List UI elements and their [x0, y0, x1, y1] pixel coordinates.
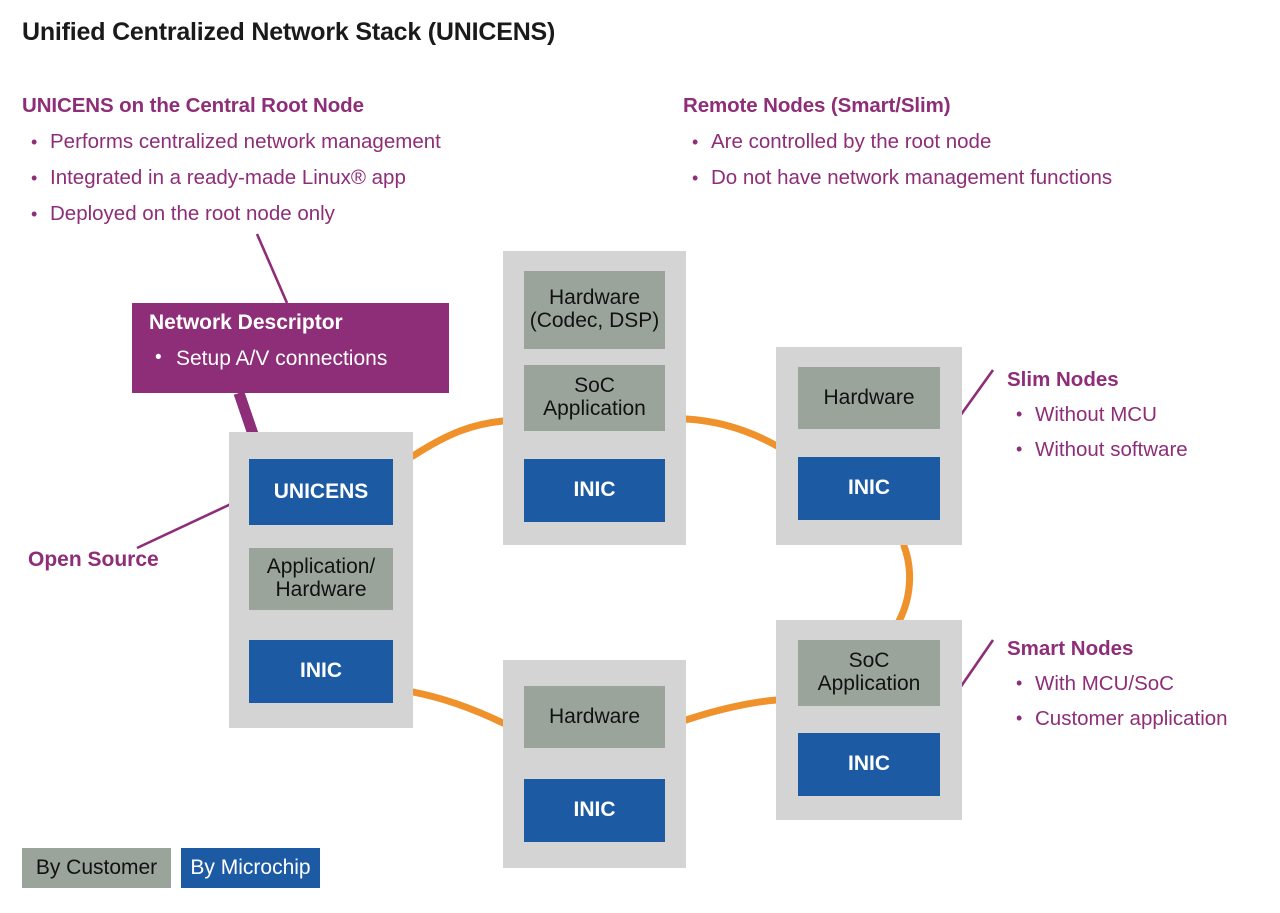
block-inic-root: INIC	[249, 640, 393, 703]
open-source-label: Open Source	[28, 548, 159, 571]
node-central-root: UNICENS Application/Hardware INIC	[229, 432, 413, 728]
left-column-heading: UNICENS on the Central Root Node	[22, 94, 364, 117]
ring-segment-bottomcenter-to-root	[409, 688, 507, 727]
left-bullet-1: Performs centralized network management	[22, 124, 441, 160]
ring-segment-topcenter-to-slim	[682, 415, 781, 450]
block-inic-slim: INIC	[798, 457, 940, 520]
node-bottom-center: Hardware INIC	[503, 660, 686, 868]
network-descriptor-callout: Network Descriptor Setup A/V connections	[132, 303, 449, 393]
block-hardware-bottom: Hardware	[524, 686, 665, 748]
smart-nodes-bullets: With MCU/SoC Customer application	[1007, 666, 1228, 736]
block-application-hardware: Application/Hardware	[249, 548, 393, 610]
right-column-bullets: Are controlled by the root node Do not h…	[683, 124, 1112, 196]
block-unicens: UNICENS	[249, 459, 393, 525]
block-hardware-slim: Hardware	[798, 367, 940, 429]
callout-title: Network Descriptor	[149, 311, 343, 334]
slim-nodes-heading: Slim Nodes	[1007, 368, 1119, 391]
legend-by-customer: By Customer	[22, 848, 171, 888]
ring-segment-slim-to-smart	[895, 542, 914, 625]
left-bullet-3: Deployed on the root node only	[22, 196, 441, 232]
smart-bullet-1: With MCU/SoC	[1007, 666, 1228, 701]
right-bullet-2: Do not have network management functions	[683, 160, 1112, 196]
block-hardware-codec-dsp: Hardware(Codec, DSP)	[524, 271, 665, 349]
block-inic-smart: INIC	[798, 733, 940, 796]
slim-bullet-1: Without MCU	[1007, 397, 1188, 432]
right-column-heading: Remote Nodes (Smart/Slim)	[683, 94, 951, 117]
legend-by-microchip: By Microchip	[181, 848, 320, 888]
slim-nodes-bullets: Without MCU Without software	[1007, 397, 1188, 467]
ring-segment-smart-to-bottomcenter	[682, 696, 781, 724]
smart-bullet-2: Customer application	[1007, 701, 1228, 736]
leader-line-bullets-to-callout	[255, 233, 289, 304]
left-column-bullets: Performs centralized network management …	[22, 124, 441, 232]
slim-bullet-2: Without software	[1007, 432, 1188, 467]
smart-nodes-heading: Smart Nodes	[1007, 637, 1134, 660]
callout-bullet: Setup A/V connections	[149, 347, 387, 371]
block-inic-top-center: INIC	[524, 459, 665, 522]
page-title: Unified Centralized Network Stack (UNICE…	[22, 18, 556, 46]
right-bullet-1: Are controlled by the root node	[683, 124, 1112, 160]
ring-segment-root-to-topcenter	[409, 417, 507, 460]
node-slim: Hardware INIC	[776, 347, 962, 545]
block-inic-bottom-center: INIC	[524, 779, 665, 842]
left-bullet-2: Integrated in a ready-made Linux® app	[22, 160, 441, 196]
